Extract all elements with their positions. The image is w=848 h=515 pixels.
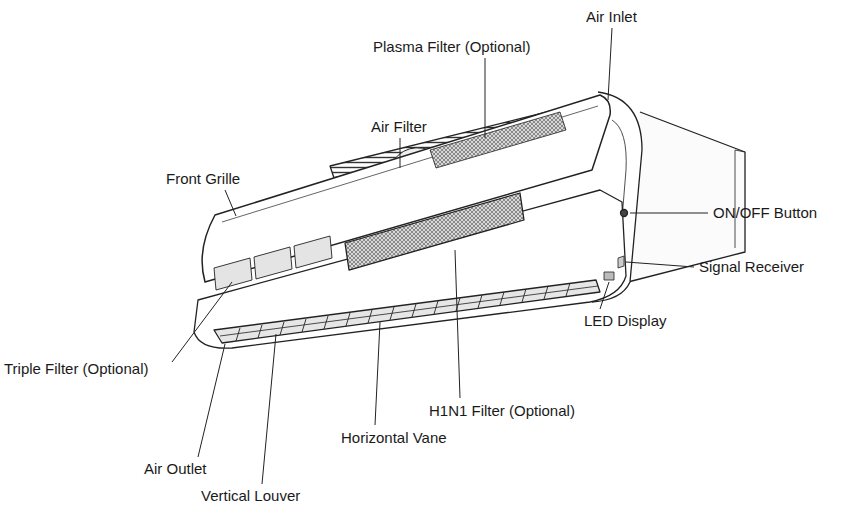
part-label: Horizontal Vane — [340, 429, 448, 447]
part-label: Air Inlet — [585, 8, 638, 26]
part-label: Signal Receiver — [698, 258, 805, 276]
part-label: Front Grille — [165, 170, 241, 188]
part-label: Triple Filter (Optional) — [3, 360, 149, 378]
part-label: Air Filter — [370, 118, 428, 136]
part-label: Vertical Louver — [200, 487, 301, 505]
part-label: LED Display — [583, 312, 668, 330]
part-label: Plasma Filter (Optional) — [372, 38, 532, 56]
part-label: ON/OFF Button — [712, 204, 818, 222]
part-label: Air Outlet — [143, 460, 208, 478]
part-label: H1N1 Filter (Optional) — [428, 402, 576, 420]
